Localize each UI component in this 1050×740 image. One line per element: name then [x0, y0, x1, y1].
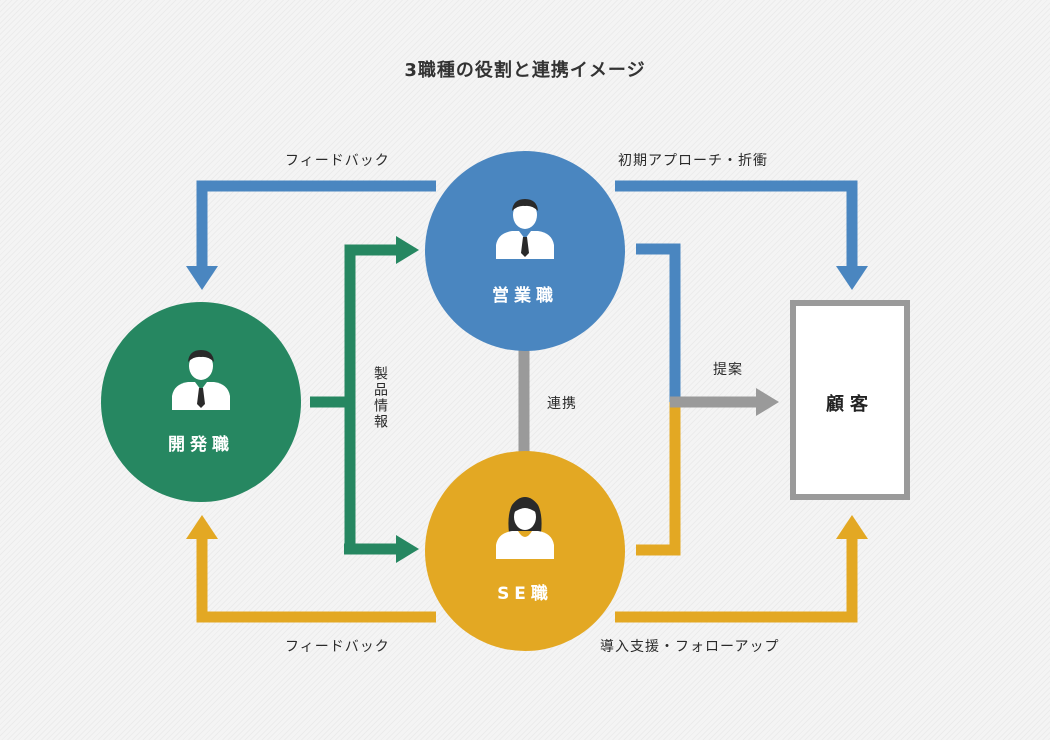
flow-se-to-customer [615, 515, 868, 623]
flow-se-to-customer-line [615, 537, 858, 623]
label-sales-to-dev: フィードバック [285, 153, 390, 169]
flow-sales-to-dev [186, 180, 436, 290]
diagram-title: 3職種の役割と連携イメージ [404, 60, 646, 81]
flow-proposal-arrowhead [756, 388, 779, 416]
label-proposal: 提案 [713, 362, 743, 378]
flow-se-to-dev-arrowhead [186, 515, 218, 539]
flow-dev-to-se-arrowhead [396, 535, 419, 563]
label-se-to-customer: 導入支援・フォローアップ [600, 639, 780, 655]
flow-proposal [670, 388, 779, 416]
flow-dev-to-sales-se [310, 236, 419, 563]
flow-se-to-dev [186, 515, 436, 623]
businessman-icon [496, 199, 554, 259]
node-dev-label: 開発職 [168, 435, 234, 455]
flow-sales-to-dev-arrowhead [186, 266, 218, 290]
flow-sales-to-customer-arrowhead [836, 266, 868, 290]
node-se-label: SE職 [497, 584, 553, 604]
flow-se-to-dev-line [196, 537, 436, 623]
businessman-icon [172, 350, 230, 410]
node-dev: 開発職 [101, 302, 301, 502]
flow-sales-to-customer [615, 180, 868, 290]
node-se: SE職 [425, 451, 625, 651]
label-sales-se-link: 連携 [547, 396, 577, 412]
flow-dev-to-sales-arrowhead [396, 236, 419, 264]
node-customer: 顧客 [790, 300, 910, 500]
businesswoman-icon [496, 497, 554, 559]
flow-dev-to-sales-line [344, 244, 398, 549]
label-dev-to-sales-se: 製品情報 [372, 366, 388, 430]
flow-sales-proposal-line [636, 243, 681, 402]
label-sales-to-customer: 初期アプローチ・折衝 [618, 153, 768, 169]
node-sales: 営業職 [425, 151, 625, 351]
label-se-to-dev: フィードバック [285, 639, 390, 655]
flow-se-to-customer-arrowhead [836, 515, 868, 539]
node-customer-label: 顧客 [826, 394, 874, 415]
flow-sales-to-customer-line [615, 180, 858, 268]
flow-se-proposal-line [636, 402, 681, 556]
node-sales-label: 営業職 [492, 286, 558, 306]
flow-sales-to-dev-line [196, 180, 436, 268]
